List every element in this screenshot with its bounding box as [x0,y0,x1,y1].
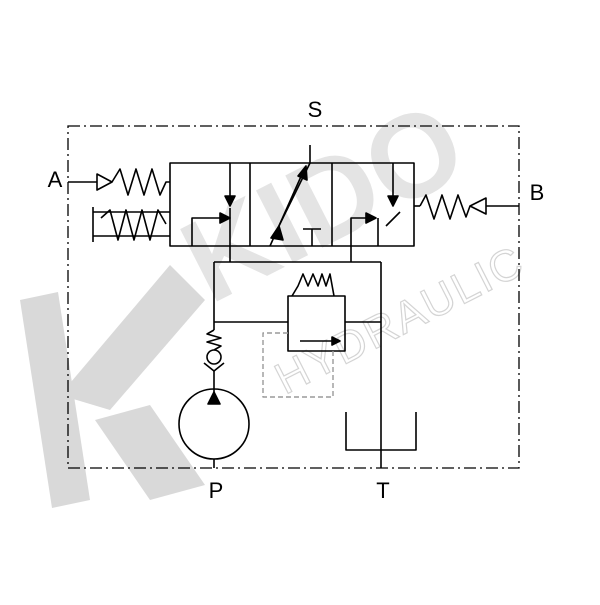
port-label-a: A [48,167,63,192]
pilot-a-actuator [68,168,170,196]
valve-envelope-left [191,163,236,246]
valve-envelope-center [269,145,321,247]
boundary-frame [67,125,520,469]
check-valve [203,329,225,392]
valve-envelope-right [350,163,401,246]
relief-valve [214,273,381,352]
watermark-logo: KIDO HYDRAULIC [20,77,533,508]
tank [345,412,417,468]
directional-valve [169,145,415,247]
hydraulic-pump [178,388,250,468]
port-label-t: T [376,478,389,503]
pressure-supply-lines [213,246,382,450]
pilot-b-actuator [414,194,519,220]
spring-return-left [92,207,170,242]
port-label-b: B [530,180,545,205]
pilot-line-dashed [262,332,334,398]
port-label-p: P [209,478,224,503]
port-label-s: S [308,97,323,122]
